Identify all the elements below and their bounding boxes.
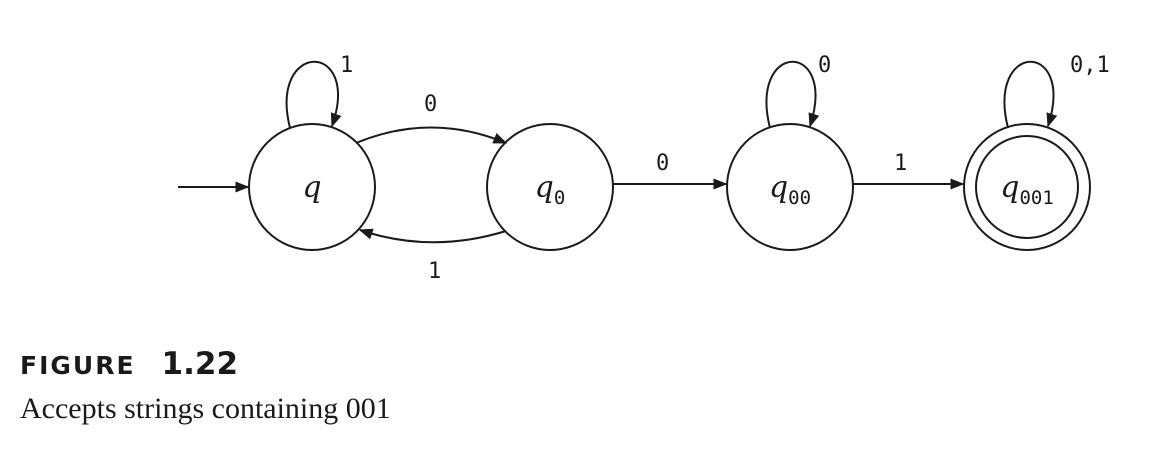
state-q001-inner-circle bbox=[975, 135, 1079, 239]
edge-q0-q bbox=[358, 228, 507, 244]
figure-caption: FIGURE 1.22 Accepts strings containing 0… bbox=[20, 346, 720, 426]
edge-q00-q001-label: 1 bbox=[894, 151, 907, 176]
figure-description: Accepts strings containing 001 bbox=[20, 392, 391, 425]
edge-q-q-label: 1 bbox=[340, 53, 353, 78]
edge-q-q0 bbox=[355, 126, 508, 144]
edge-q001-q001-label: 0,1 bbox=[1070, 53, 1110, 78]
state-q-circle bbox=[248, 123, 376, 251]
edge-q-q0-label: 0 bbox=[424, 92, 437, 117]
edge-q001-q001 bbox=[1003, 60, 1058, 129]
edge-q00-q00 bbox=[765, 60, 820, 129]
edge-q0-q00-label: 0 bbox=[656, 151, 669, 176]
state-q001: q001 bbox=[963, 123, 1091, 251]
figure-number: 1.22 bbox=[161, 346, 239, 382]
edge-q0-q-label: 1 bbox=[428, 259, 441, 284]
state-q0: q0 bbox=[486, 123, 614, 251]
edge-q-q bbox=[285, 60, 342, 129]
edge-q00-q00-label: 0 bbox=[818, 53, 831, 78]
state-q: q bbox=[248, 123, 376, 251]
figure-heading: FIGURE 1.22 bbox=[20, 346, 720, 386]
state-q00: q00 bbox=[726, 123, 854, 251]
figure-word: FIGURE bbox=[20, 351, 136, 380]
state-q0-label: q0 bbox=[535, 170, 566, 209]
automaton-diagram: q q0 q00 q001 1 0 1 0 0 1 0,1 bbox=[178, 53, 1110, 284]
state-q0-circle bbox=[486, 123, 614, 251]
state-q00-label: q00 bbox=[769, 170, 811, 209]
state-q001-label: q001 bbox=[1000, 170, 1054, 209]
state-q-label: q bbox=[302, 170, 321, 205]
